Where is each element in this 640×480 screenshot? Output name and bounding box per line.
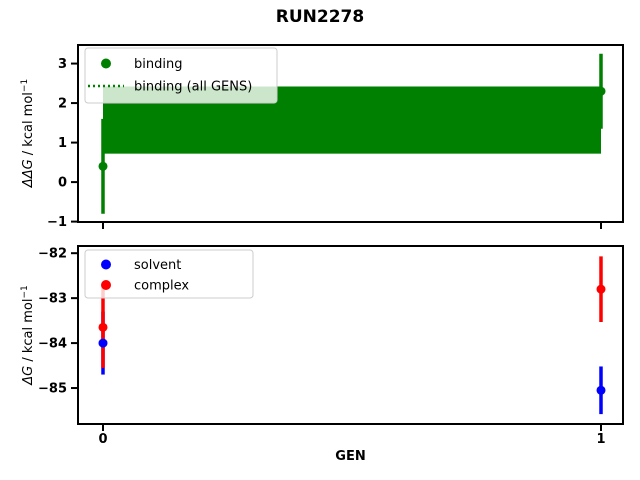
y-tick-label: 3 xyxy=(58,57,67,72)
legend-marker-dot xyxy=(101,259,111,270)
legend-label: complex xyxy=(134,279,189,294)
legend-box xyxy=(84,249,254,299)
legend-box xyxy=(84,47,278,104)
data-point-complex xyxy=(596,284,606,294)
data-point-binding xyxy=(596,86,606,96)
x-tick-label: 0 xyxy=(98,432,107,447)
y-tick-label: −84 xyxy=(38,337,67,352)
legend-label: solvent xyxy=(134,258,181,273)
y-tick-label: 2 xyxy=(58,97,67,112)
data-point-solvent xyxy=(98,338,108,348)
axes-frame xyxy=(77,245,624,425)
legend-marker-dot xyxy=(101,58,111,69)
y-tick-label: −1 xyxy=(47,215,67,230)
y-tick-label: −83 xyxy=(38,292,67,307)
legend-label: binding xyxy=(134,57,182,72)
axes-frame xyxy=(77,44,624,223)
x-axis-label: GEN xyxy=(335,449,366,464)
y-axis-label: ΔΔG / kcal mol−1 xyxy=(20,79,36,188)
x-tick-label: 1 xyxy=(596,432,605,447)
y-tick-label: 1 xyxy=(58,136,67,151)
legend-label: binding (all GENS) xyxy=(134,80,252,95)
figure-title: RUN2278 xyxy=(275,7,365,27)
y-tick-label: 0 xyxy=(58,176,67,191)
legend-marker-dot xyxy=(101,280,111,290)
y-tick-label: −82 xyxy=(38,247,67,262)
panel-top: 3 2 1 0 −1 ΔΔG / kcal mol−1 binding binding (al… xyxy=(20,44,624,230)
data-point-complex xyxy=(98,322,108,332)
data-point-binding xyxy=(98,161,108,171)
y-axis-label: ΔG / kcal mol−1 xyxy=(20,285,36,386)
data-point-solvent xyxy=(596,385,606,395)
panel-bottom: −82 −83 −84 −85 0 1 ΔG / kcal mol−1 solvent comp… xyxy=(20,245,624,447)
y-tick-label: −85 xyxy=(38,382,67,397)
